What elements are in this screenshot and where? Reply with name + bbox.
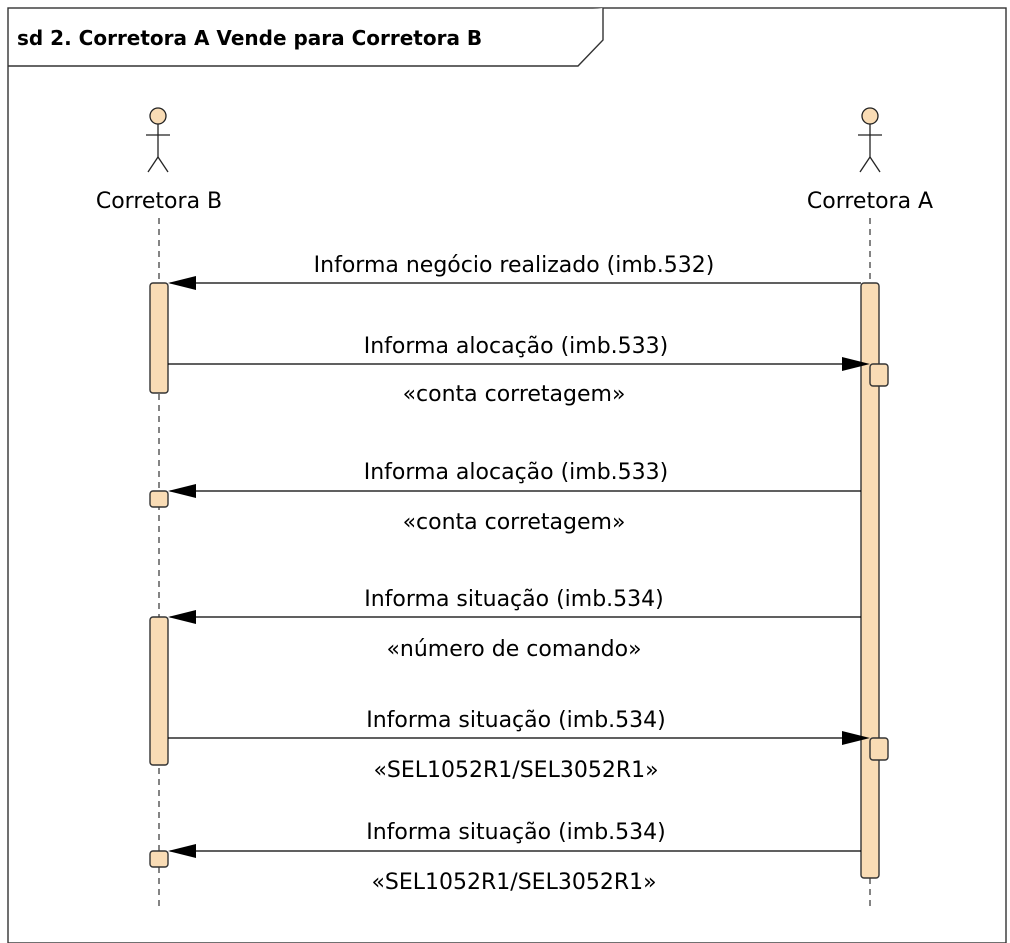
message-label: Informa situação (imb.534) — [366, 820, 666, 845]
arrowhead-right — [842, 731, 870, 745]
arrowhead-left — [168, 610, 196, 624]
activation-bar-corretora-b — [149, 282, 169, 394]
arrowhead-left — [168, 484, 196, 498]
arrowhead-left — [168, 844, 196, 858]
message-label: Informa negócio realizado (imb.532) — [314, 253, 715, 278]
activation-bar-corretora-b-small — [149, 490, 169, 508]
actor-label-corretora-b: Corretora B — [96, 189, 222, 214]
activation-bar-corretora-b-small — [149, 850, 169, 868]
actor-corretora-b: Corretora B — [96, 107, 222, 214]
message: Informa negócio realizado (imb.532) — [168, 253, 861, 290]
message-guard: «conta corretagem» — [403, 382, 626, 407]
message-label: Informa situação (imb.534) — [364, 587, 664, 612]
message: Informa situação (imb.534) «SEL1052R1/SE… — [168, 820, 861, 895]
arrowhead-right — [842, 357, 870, 371]
message-label: Informa alocação (imb.533) — [364, 334, 669, 359]
message-guard: «SEL1052R1/SEL3052R1» — [373, 758, 658, 783]
activation-bar-corretora-a-nested — [869, 737, 889, 761]
actor-stick-figure-icon — [858, 107, 882, 173]
activation-bar-corretora-a-nested — [869, 363, 889, 387]
message: Informa alocação (imb.533) «conta corret… — [168, 460, 861, 535]
message: Informa situação (imb.534) «número de co… — [168, 587, 861, 662]
actor-corretora-a: Corretora A — [807, 107, 933, 214]
frame-title: sd 2. Corretora A Vende para Corretora B — [17, 26, 482, 50]
diagram-frame — [7, 7, 1007, 943]
actor-stick-figure-icon — [146, 107, 170, 173]
message: Informa situação (imb.534) «SEL1052R1/SE… — [168, 708, 870, 783]
activation-bar-corretora-b — [149, 616, 169, 766]
actor-label-corretora-a: Corretora A — [807, 189, 933, 214]
message-label: Informa situação (imb.534) — [366, 708, 666, 733]
message-label: Informa alocação (imb.533) — [364, 460, 669, 485]
activation-bar-corretora-a — [860, 282, 880, 879]
message-guard: «SEL1052R1/SEL3052R1» — [371, 870, 656, 895]
message-guard: «número de comando» — [386, 637, 641, 662]
message: Informa alocação (imb.533) «conta corret… — [168, 334, 870, 407]
message-guard: «conta corretagem» — [403, 510, 626, 535]
arrowhead-left — [168, 276, 196, 290]
frame-title-tab — [8, 8, 604, 67]
